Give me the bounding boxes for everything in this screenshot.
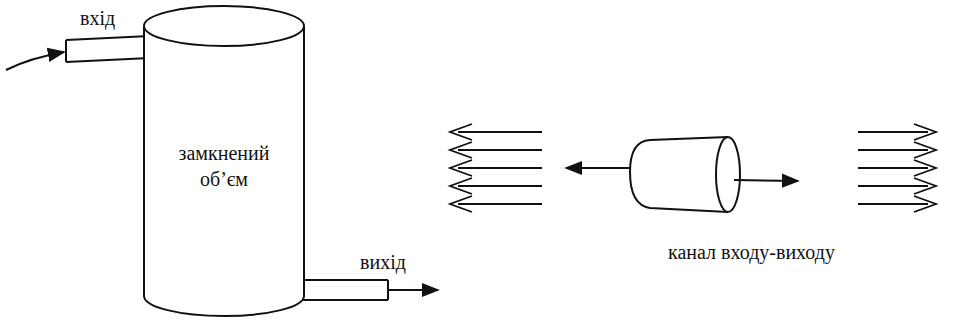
inlet-arrow <box>6 52 64 70</box>
outlet-label: вихід <box>360 250 406 274</box>
wave-front-right <box>858 124 936 212</box>
channel-cylinder <box>630 137 740 212</box>
volume-label: замкнений об’єм <box>164 140 284 192</box>
outlet-pipe <box>303 280 388 300</box>
channel-arrow-right <box>734 180 798 181</box>
channel-arrow-left <box>566 167 630 169</box>
inlet-label: вхід <box>80 6 115 30</box>
channel-label: канал входу-виходу <box>668 240 835 264</box>
tank-volume: замкнений об’єм <box>143 4 305 318</box>
outlet-arrow <box>388 289 438 291</box>
inlet-pipe <box>66 36 150 62</box>
wave-front-left <box>450 124 542 212</box>
